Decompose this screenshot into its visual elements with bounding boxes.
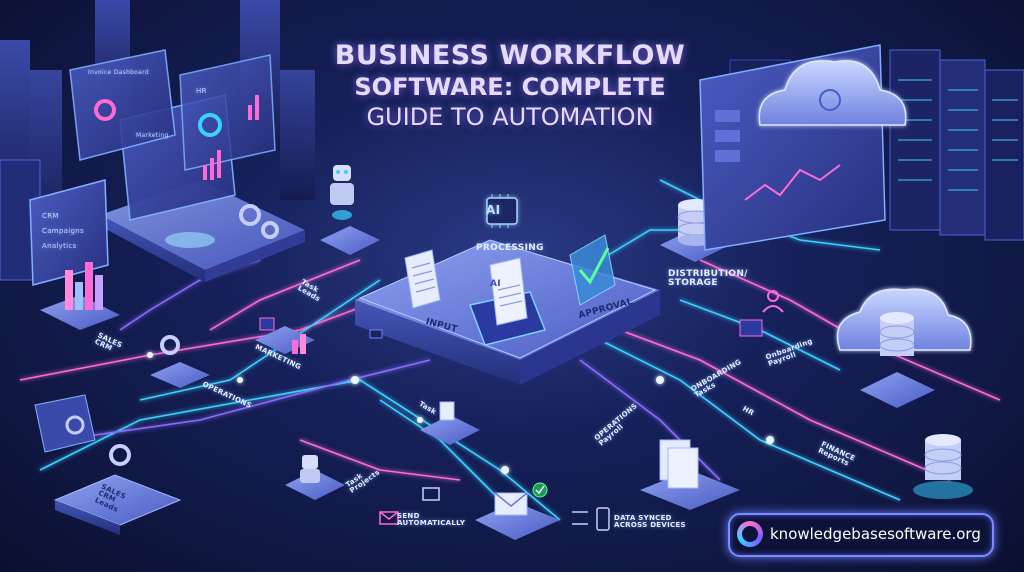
checkmark-icon <box>569 234 616 306</box>
distribution-storage-label: DISTRIBUTION/ STORAGE <box>668 269 748 289</box>
ai-document-label: AI <box>490 279 501 289</box>
finance-platform <box>640 439 740 510</box>
title-line-3: GUIDE TO AUTOMATION <box>366 103 654 131</box>
data-synced-label: DATA SYNCED ACROSS DEVICES <box>614 514 686 530</box>
bar-chart-icon <box>40 262 120 330</box>
dashboard-platform <box>69 49 305 282</box>
ai-chip-icon <box>486 194 518 228</box>
document-icon <box>404 249 547 346</box>
cloud-database-icon <box>836 288 972 408</box>
processing-label: PROCESSING <box>476 243 544 253</box>
website-badge[interactable]: knowledgebasesoftware.org <box>728 513 994 557</box>
folder-icon <box>34 394 96 453</box>
left-side-panel <box>29 179 109 286</box>
person-icon <box>739 290 784 337</box>
gear-icon <box>109 204 279 466</box>
title-line-2: SOFTWARE: COMPLETE <box>354 73 666 101</box>
page-title: BUSINESS WORKFLOW SOFTWARE: COMPLETE GUI… <box>270 40 750 131</box>
database-icon-small <box>913 434 973 499</box>
cloud-icon <box>758 60 907 126</box>
left-panel-analytics: Analytics <box>42 242 77 250</box>
dashboard-header: Invoice Dashboard <box>88 69 150 76</box>
sales-platform <box>53 474 182 535</box>
phone-sync-icon <box>572 507 610 531</box>
marketing-platform <box>150 317 315 388</box>
envelope-icon <box>379 482 560 540</box>
left-panel-crm: CRM <box>42 212 59 220</box>
workflow-connections <box>19 179 1001 521</box>
robot-icon-small <box>285 455 345 500</box>
website-url: knowledgebasesoftware.org <box>770 525 981 543</box>
dashboard-hr: HR <box>196 87 207 95</box>
send-automatically-label: SEND AUTOMATICALLY <box>397 512 466 528</box>
task-platform <box>420 401 480 445</box>
title-line-1: BUSINESS WORKFLOW <box>334 40 686 71</box>
left-panel-campaigns: Campaigns <box>42 227 84 235</box>
connection-nodes <box>147 352 774 474</box>
ai-chip-label: AI <box>486 203 501 217</box>
knowledgebase-logo-icon <box>737 521 763 547</box>
dashboard-marketing: Marketing <box>136 132 169 139</box>
robot-icon <box>320 165 380 255</box>
